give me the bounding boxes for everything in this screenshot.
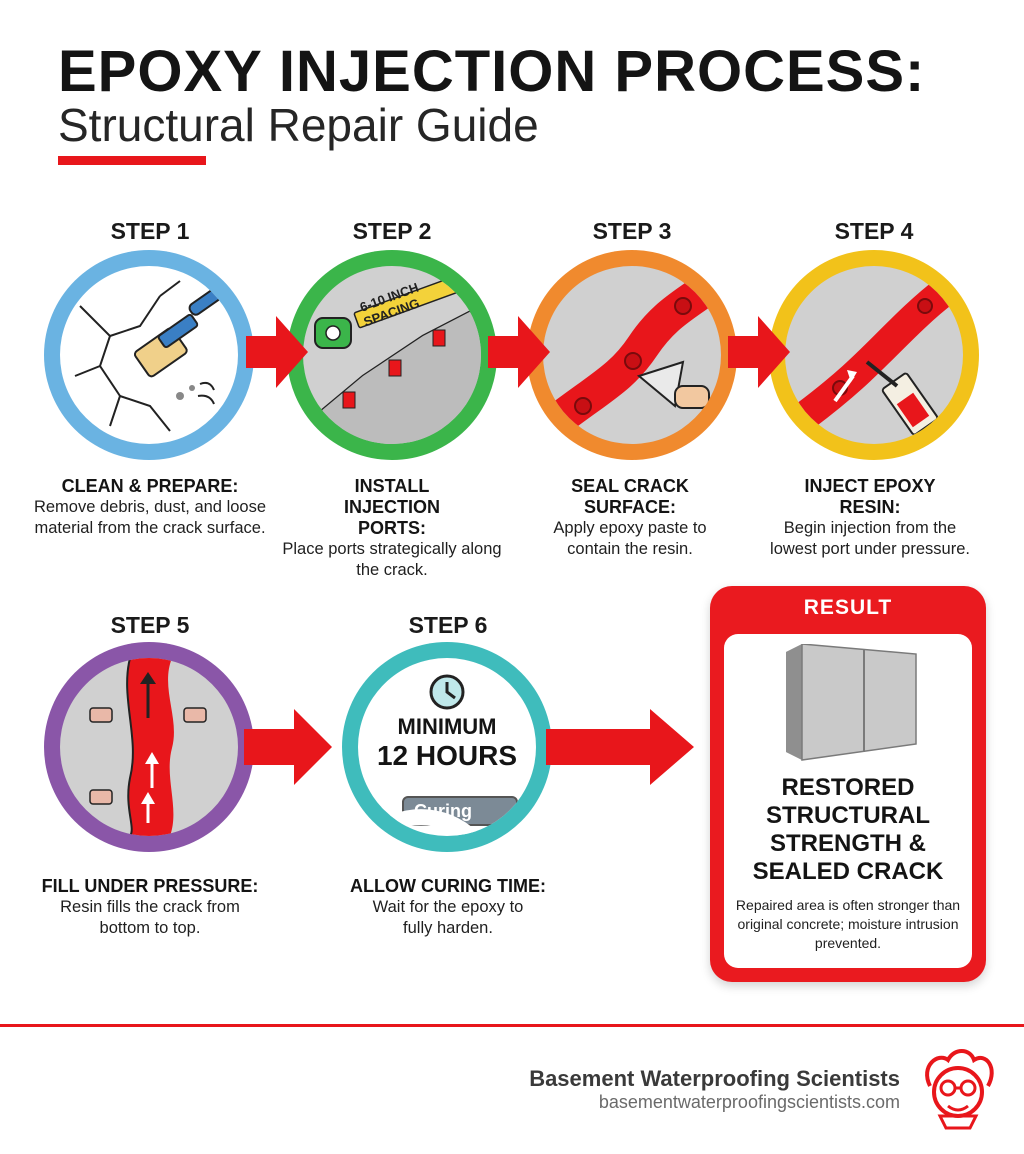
step-6-label: STEP 6 xyxy=(408,612,488,638)
step-4-caption: INJECT EPOXY RESIN: Begin injection from… xyxy=(760,476,980,560)
step-2-circle: 6-10 INCH SPACING xyxy=(287,250,497,460)
step-4-text: Begin injection from the lowest port und… xyxy=(770,519,970,558)
step-6-circle: MINIMUM 12 HOURS Curing xyxy=(342,642,552,852)
result-panel: RESULT RESTORED STRUCTURAL STRENGTH & SE… xyxy=(710,586,986,982)
step-2-text: Place ports strategically along the crac… xyxy=(282,540,502,579)
step-6-text: Wait for the epoxy to fully harden. xyxy=(372,898,524,937)
step-3-circle xyxy=(527,250,737,460)
step-4-title: INJECT EPOXY RESIN: xyxy=(804,476,936,517)
step-2-title: INSTALL INJECTION PORTS: xyxy=(343,476,440,538)
step-1-circle xyxy=(44,250,254,460)
arrow-1-2-icon xyxy=(246,316,308,388)
step-5-label: STEP 5 xyxy=(110,612,190,638)
step-1-label: STEP 1 xyxy=(110,218,190,244)
result-text: Repaired area is often stronger than ori… xyxy=(735,897,961,951)
footer-divider xyxy=(0,1024,1024,1027)
step-6-caption: ALLOW CURING TIME: Wait for the epoxy to… xyxy=(328,876,568,939)
arrow-3-4-icon xyxy=(728,316,790,388)
brush-icon xyxy=(74,280,222,432)
step-5-title: FILL UNDER PRESSURE: xyxy=(41,876,259,896)
step-3-text: Apply epoxy paste to contain the resin. xyxy=(553,519,707,558)
arrow-2-3-icon xyxy=(488,316,550,388)
brand-name: Basement Waterproofing Scientists xyxy=(529,1066,900,1091)
step-2-caption: INSTALL INJECTION PORTS: Place ports str… xyxy=(272,476,512,581)
step-5-text: Resin fills the crack from bottom to top… xyxy=(60,898,240,937)
concrete-wall-icon xyxy=(786,644,917,761)
arrow-6-result-icon xyxy=(546,709,694,785)
arrow-up-icon xyxy=(89,658,207,836)
result-title: RESTORED STRUCTURAL STRENGTH & SEALED CR… xyxy=(752,774,944,885)
page-title: EPOXY INJECTION PROCESS: xyxy=(58,39,926,104)
timer-line1: MINIMUM xyxy=(397,714,497,739)
step-5-caption: FILL UNDER PRESSURE: Resin fills the cra… xyxy=(30,876,270,939)
title-underline xyxy=(58,156,206,165)
arrow-5-6-icon xyxy=(244,709,332,785)
step-1-text: Remove debris, dust, and loose material … xyxy=(33,498,267,537)
step-3-caption: SEAL CRACK SURFACE: Apply epoxy paste to… xyxy=(510,476,750,560)
step-6-title: ALLOW CURING TIME: xyxy=(350,876,546,896)
step-5-circle xyxy=(44,642,254,852)
trowel-icon xyxy=(546,274,720,433)
brand-url: basementwaterproofingscientists.com xyxy=(598,1092,900,1112)
timer-line2: 12 HOURS xyxy=(376,740,518,771)
clock-icon xyxy=(429,674,465,710)
result-heading: RESULT xyxy=(803,596,893,619)
page-subtitle: Structural Repair Guide xyxy=(58,99,539,151)
result-content: RESTORED STRUCTURAL STRENGTH & SEALED CR… xyxy=(724,634,972,968)
step-1-title: CLEAN & PREPARE: xyxy=(61,476,239,496)
step-2-label: STEP 2 xyxy=(352,218,432,244)
step-4-label: STEP 4 xyxy=(834,218,914,244)
step-3-label: STEP 3 xyxy=(592,218,672,244)
scientist-logo-icon xyxy=(925,1049,994,1130)
step-4-circle xyxy=(769,250,979,460)
step-3-title: SEAL CRACK SURFACE: xyxy=(571,476,689,517)
checkmark-icon xyxy=(360,809,482,836)
step-1-caption: CLEAN & PREPARE: Remove debris, dust, an… xyxy=(30,476,270,539)
curing-badge: Curing xyxy=(360,796,518,836)
injection-gun-icon xyxy=(790,276,960,436)
tape-measure-icon: 6-10 INCH SPACING xyxy=(303,271,481,444)
